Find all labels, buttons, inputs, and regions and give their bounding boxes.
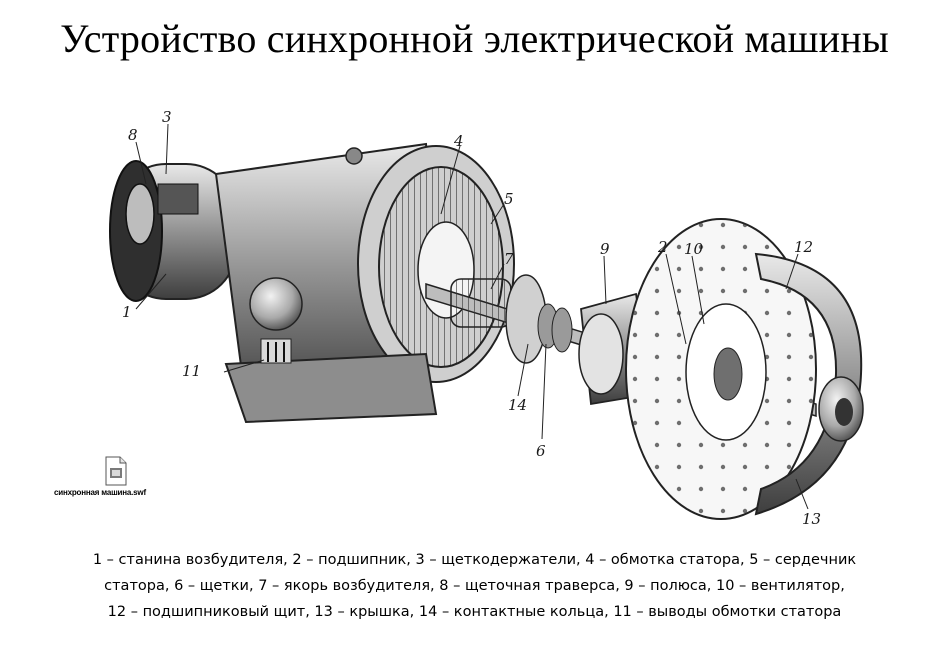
- part-callouts: 1 2 3 4 5 6 7 8 9 10 11 12 13: [122, 108, 821, 528]
- part-label-3: 3: [162, 108, 172, 126]
- machine-drawing: 1 2 3 4 5 6 7 8 9 10 11 12 13: [109, 108, 864, 528]
- bearing-shield: [754, 252, 864, 516]
- attachment-file-name[interactable]: синхронная машина.swf: [54, 488, 146, 497]
- part-label-4: 4: [453, 132, 464, 150]
- part-label-8: 8: [128, 126, 138, 144]
- fan-disc: [625, 218, 817, 520]
- legend-line-3: 12 – подшипниковый щит, 13 – крышка, 14 …: [107, 604, 842, 620]
- part-label-13: 13: [802, 510, 821, 528]
- part-label-1: 1: [122, 303, 132, 321]
- machine-exploded-view: 1 2 3 4 5 6 7 8 9 10 11 12 13: [96, 104, 876, 534]
- part-label-6: 6: [536, 442, 546, 460]
- part-label-5: 5: [504, 190, 514, 208]
- part-label-14: 14: [508, 396, 527, 414]
- exciter-housing: [109, 160, 237, 302]
- part-label-2: 2: [657, 238, 668, 256]
- legend-line-1: 1 – станина возбудителя, 2 – подшипник, …: [92, 552, 857, 568]
- part-label-10: 10: [684, 240, 704, 258]
- part-label-11: 11: [182, 362, 201, 380]
- part-label-12: 12: [794, 238, 813, 256]
- part-label-9: 9: [600, 240, 610, 258]
- flash-file-icon[interactable]: [104, 456, 128, 486]
- slide-title: Устройство синхронной электрической маши…: [60, 16, 889, 61]
- part-label-7: 7: [504, 250, 514, 268]
- legend-line-2: статора, 6 – щетки, 7 – якорь возбудител…: [104, 578, 845, 594]
- exciter-armature: [450, 274, 573, 364]
- parts-legend: 1 – станина возбудителя, 2 – подшипник, …: [10, 547, 939, 625]
